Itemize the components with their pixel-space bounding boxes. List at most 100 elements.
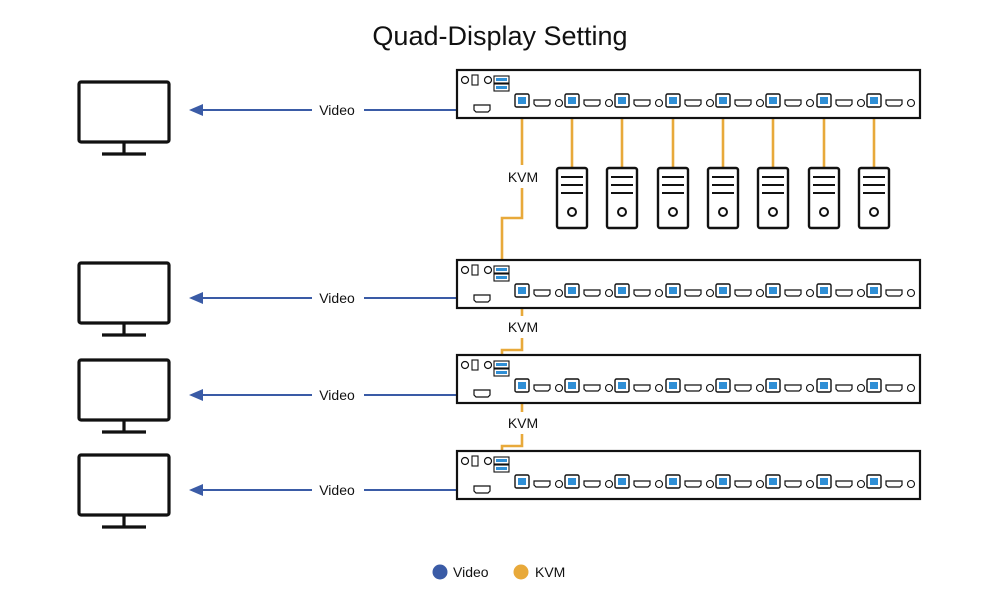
usb-port-fill (568, 478, 576, 485)
audio-jack-icon (654, 98, 664, 108)
diagram-title: Quad-Display Setting (372, 21, 627, 51)
video-label: Video (319, 482, 355, 498)
monitor-icon (77, 80, 171, 156)
audio-jack-icon (856, 98, 866, 108)
switch-chassis (455, 258, 922, 310)
audio-jack-icon (755, 288, 765, 298)
computer-tower-icon (555, 166, 589, 230)
usb-port-fill (496, 467, 507, 470)
monitor-screen (77, 80, 171, 144)
audio-jack-icon (554, 479, 564, 489)
power-button-icon (869, 207, 879, 217)
usb-port-fill (870, 97, 878, 104)
usb-port-fill (496, 363, 507, 366)
hdmi-port (885, 99, 903, 107)
monitor-screen (77, 358, 171, 422)
usb-port-fill (870, 382, 878, 389)
switch-toggle (471, 74, 479, 86)
usb-port-fill (870, 478, 878, 485)
usb-port-fill (820, 97, 828, 104)
computer-case (605, 166, 639, 230)
audio-jack-icon (483, 360, 493, 370)
audio-jack-icon (805, 98, 815, 108)
computer-case (807, 166, 841, 230)
audio-jack-icon (755, 479, 765, 489)
usb-port-fill (769, 478, 777, 485)
hdmi-port (734, 289, 752, 297)
power-jack-icon (460, 360, 470, 370)
monitor-screen (77, 261, 171, 325)
audio-jack-icon (705, 98, 715, 108)
audio-jack-icon (755, 98, 765, 108)
audio-jack-icon (554, 383, 564, 393)
hdmi-port (885, 289, 903, 297)
hdmi-port (784, 480, 802, 488)
audio-jack-icon (604, 479, 614, 489)
usb-port-fill (518, 287, 526, 294)
audio-jack-icon (805, 288, 815, 298)
power-jack-icon (460, 265, 470, 275)
hdmi-port (533, 480, 551, 488)
computer-case (857, 166, 891, 230)
usb-port-fill (669, 287, 677, 294)
device-layer (77, 68, 922, 529)
computer-case (656, 166, 690, 230)
usb-port-fill (870, 287, 878, 294)
hdmi-port (885, 384, 903, 392)
computer-case (706, 166, 740, 230)
hdmi-port (835, 384, 853, 392)
hdmi-port (734, 99, 752, 107)
arrow-left-icon (189, 484, 203, 496)
hdmi-port (684, 99, 702, 107)
hdmi-out-port (473, 294, 491, 303)
audio-jack-icon (654, 288, 664, 298)
kvm-cable (500, 188, 524, 268)
usb-port-fill (518, 478, 526, 485)
usb-port-fill (719, 287, 727, 294)
switch-chassis (455, 449, 922, 501)
power-jack-icon (460, 456, 470, 466)
audio-jack-icon (805, 479, 815, 489)
kvm-switch-icon (455, 68, 922, 120)
hdmi-port (835, 289, 853, 297)
usb-port-fill (618, 287, 626, 294)
hdmi-port (784, 99, 802, 107)
usb-port-fill (719, 478, 727, 485)
computer-tower-icon (756, 166, 790, 230)
hdmi-port (734, 384, 752, 392)
hdmi-port (583, 384, 601, 392)
audio-jack-icon (755, 383, 765, 393)
audio-jack-icon (705, 383, 715, 393)
hdmi-port (533, 99, 551, 107)
audio-jack-icon (483, 75, 493, 85)
hdmi-out-port (473, 104, 491, 113)
usb-port-fill (669, 382, 677, 389)
power-button-icon (567, 207, 577, 217)
audio-jack-icon (604, 288, 614, 298)
audio-jack-icon (906, 288, 916, 298)
hdmi-port (684, 289, 702, 297)
usb-port-fill (618, 478, 626, 485)
audio-jack-icon (805, 383, 815, 393)
usb-port-fill (496, 276, 507, 279)
usb-port-fill (618, 97, 626, 104)
audio-jack-icon (654, 479, 664, 489)
usb-port-fill (669, 478, 677, 485)
audio-jack-icon (483, 456, 493, 466)
kvm-label: KVM (508, 415, 538, 431)
hdmi-out-port (473, 389, 491, 398)
hdmi-port (533, 384, 551, 392)
audio-jack-icon (705, 479, 715, 489)
audio-jack-icon (906, 479, 916, 489)
audio-jack-icon (554, 98, 564, 108)
hdmi-port (835, 99, 853, 107)
kvm-switch-icon (455, 258, 922, 310)
monitor-icon (77, 453, 171, 529)
hdmi-port (533, 289, 551, 297)
audio-jack-icon (604, 98, 614, 108)
usb-port-fill (769, 287, 777, 294)
power-jack-icon (460, 75, 470, 85)
usb-port-fill (568, 382, 576, 389)
computer-tower-icon (807, 166, 841, 230)
